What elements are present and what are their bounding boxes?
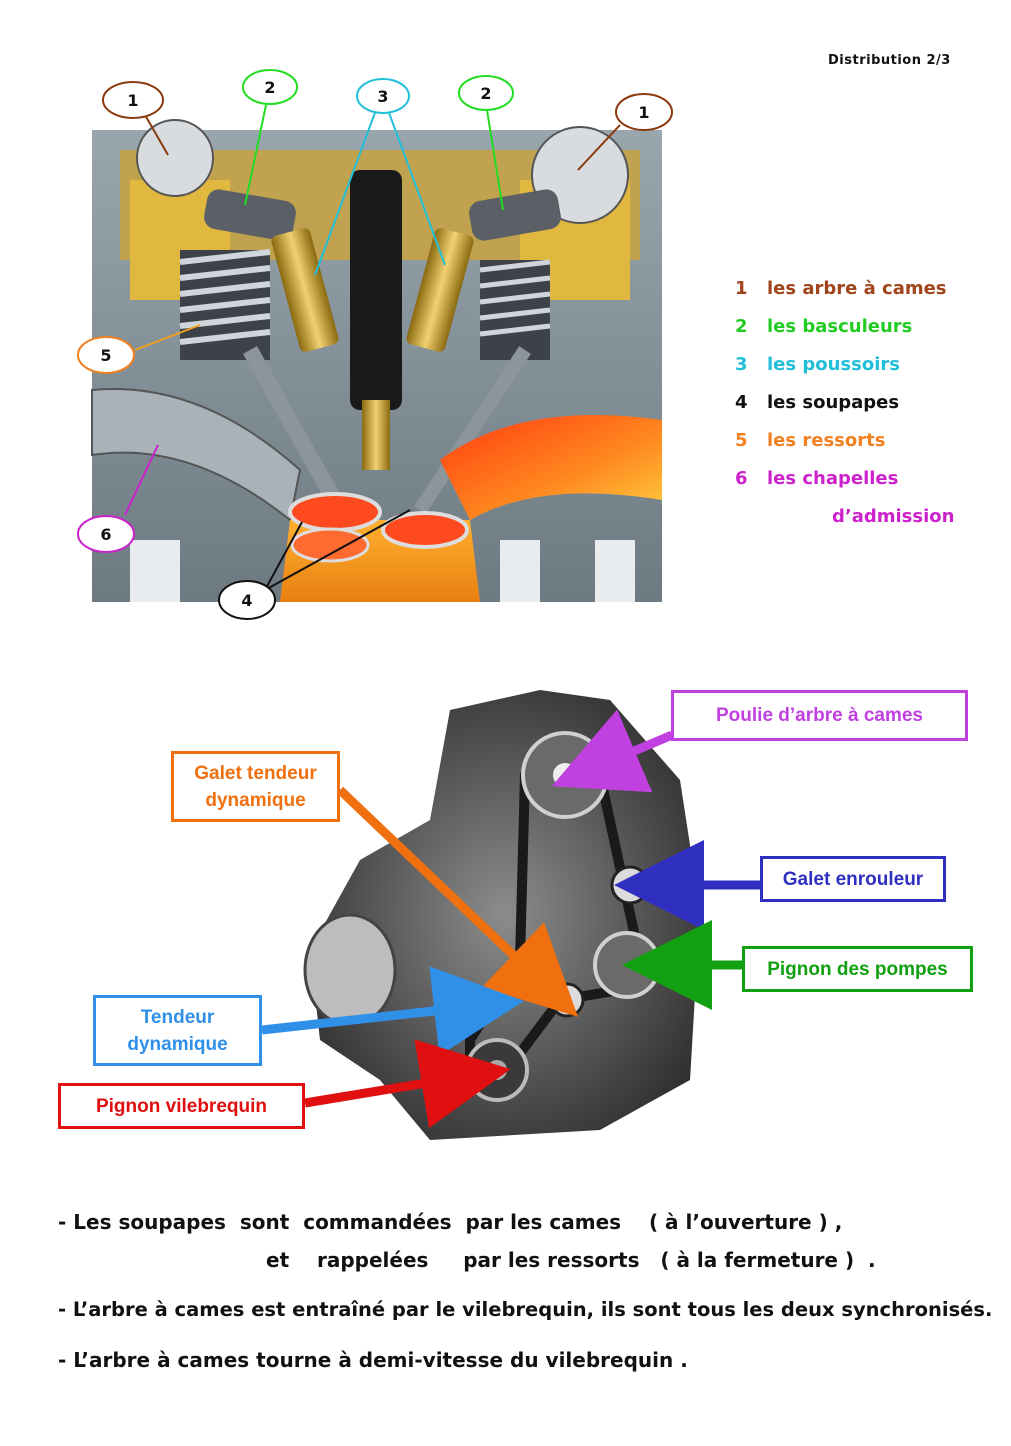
legend-item-6-cont: d’admission	[832, 506, 955, 527]
bubble-2-left: 2	[242, 69, 298, 105]
note-line-3: - L’arbre à cames est entraîné par le vi…	[58, 1298, 993, 1321]
bubble-1-left: 1	[102, 81, 164, 119]
svg-text:5: 5	[100, 346, 111, 365]
pump-sprocket	[593, 931, 661, 999]
exhaust-port	[440, 415, 662, 520]
intake-port	[91, 388, 302, 522]
idler-pulley	[610, 865, 650, 905]
svg-text:2: 2	[480, 84, 491, 103]
valve-stem-right	[414, 346, 531, 514]
valve-spring-right	[479, 259, 551, 360]
svg-text:3: 3	[377, 87, 388, 106]
svg-text:1: 1	[127, 91, 138, 110]
callout-pignon-vilebrequin: Pignon vilebrequin	[58, 1083, 305, 1129]
cylinder-head-diagram: 1 2 3 2 1 5 6 4	[77, 69, 673, 620]
svg-text:4: 4	[241, 591, 252, 610]
valve-head-right	[381, 511, 469, 549]
valve-stem-left	[243, 346, 347, 514]
tappet-left	[271, 228, 339, 352]
bubble-1-right: 1	[615, 93, 673, 131]
bubble-2-right: 2	[458, 75, 514, 111]
rocker-right	[469, 189, 561, 241]
callout-galet-tendeur: Galet tendeur dynamique	[171, 751, 340, 822]
callout-poulie: Poulie d’arbre à cames	[671, 690, 968, 741]
injector	[350, 170, 402, 410]
svg-text:2: 2	[264, 78, 275, 97]
bubble-3: 3	[356, 78, 410, 114]
tensioner-pulley	[549, 982, 585, 1018]
tappet-right	[406, 228, 474, 352]
note-line-1: - Les soupapes sont commandées par les c…	[58, 1210, 843, 1234]
bubble-6: 6	[77, 515, 135, 553]
rocker-left	[204, 189, 296, 241]
page-label: Distribution 2/3	[828, 53, 951, 68]
note-line-2: et rappelées par les ressorts ( à la fer…	[266, 1248, 876, 1272]
svg-text:1: 1	[638, 103, 649, 122]
note-line-4: - L’arbre à cames tourne à demi-vitesse …	[58, 1348, 688, 1372]
valve-head-left	[288, 492, 382, 532]
alternator	[303, 913, 397, 1027]
camshaft-left	[136, 119, 214, 197]
valve-spring-left	[179, 249, 271, 360]
bubble-4: 4	[218, 580, 276, 620]
svg-text:6: 6	[100, 525, 111, 544]
engine-timing-diagram	[261, 690, 760, 1140]
callout-pignon-pompes: Pignon des pompes	[742, 946, 973, 992]
callout-galet-enrouleur: Galet enrouleur	[760, 856, 946, 902]
bubble-5: 5	[77, 336, 135, 374]
callout-tendeur: Tendeur dynamique	[93, 995, 262, 1066]
